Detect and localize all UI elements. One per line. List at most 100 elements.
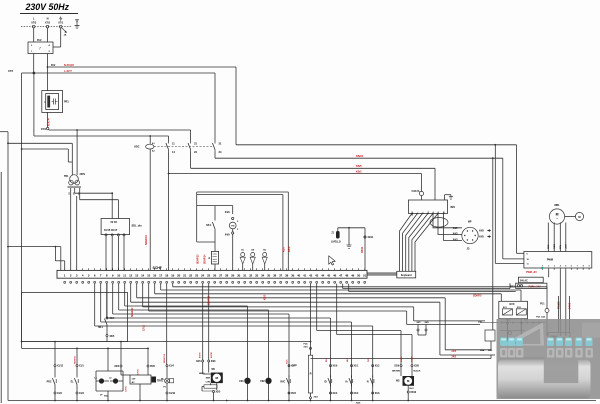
svg-text:11: 11 <box>527 264 530 266</box>
svg-text:48: 48 <box>345 274 349 278</box>
svg-text:X1/3: X1/3 <box>79 393 84 395</box>
svg-text:A2: A2 <box>152 150 155 153</box>
svg-text:8: 8 <box>106 274 108 278</box>
svg-text:X6/4: X6/4 <box>110 317 115 320</box>
svg-text:X7/1: X7/1 <box>58 21 64 24</box>
svg-text:12V/1: 12V/1 <box>144 324 146 331</box>
svg-text:30: 30 <box>237 274 241 278</box>
svg-text:FR1: FR1 <box>239 381 244 383</box>
svg-text:JA: JA <box>64 34 67 37</box>
svg-text:24/5: 24/5 <box>488 349 493 352</box>
svg-text:2: 2 <box>70 274 72 278</box>
svg-text:GND: GND <box>548 244 550 249</box>
svg-text:~: ~ <box>556 217 558 221</box>
svg-text:Keyboard: Keyboard <box>401 275 412 277</box>
svg-text:SU: SU <box>263 250 266 252</box>
svg-text:SDHF/23: SDHF/23 <box>198 254 200 264</box>
svg-text:MV/M: MV/M <box>211 352 213 358</box>
svg-text:X4/3: X4/3 <box>453 239 458 242</box>
svg-text:SDHF/12: SDHF/12 <box>132 307 134 317</box>
svg-text:2: 2 <box>49 51 51 53</box>
svg-text:2: 2 <box>237 221 239 223</box>
svg-text:12V/5: 12V/5 <box>138 369 140 375</box>
svg-text:PWM: PWM <box>554 244 556 249</box>
svg-text:18: 18 <box>165 274 169 278</box>
svg-text:X4/9: X4/9 <box>225 234 230 237</box>
svg-text:12: 12 <box>129 274 133 278</box>
svg-text:24/4: 24/4 <box>480 349 485 352</box>
svg-text:39: 39 <box>291 274 295 278</box>
svg-text:A1: A1 <box>152 142 155 145</box>
svg-text:6: 6 <box>527 254 529 256</box>
svg-text:12V/5: 12V/5 <box>126 386 128 392</box>
svg-text:50: 50 <box>357 274 361 278</box>
svg-text:14: 14 <box>141 274 145 278</box>
svg-text:37: 37 <box>279 274 283 278</box>
svg-text:MV: MV <box>212 369 216 371</box>
svg-text:5: 5 <box>88 274 90 278</box>
svg-text:20: 20 <box>177 274 181 278</box>
svg-text:JP: JP <box>100 395 103 397</box>
svg-text:TR1: TR1 <box>64 175 69 178</box>
svg-text:X3/5: X3/5 <box>216 392 221 394</box>
svg-text:FU2: FU2 <box>51 65 56 67</box>
svg-text:46: 46 <box>333 274 337 278</box>
svg-text:3: 3 <box>237 229 239 231</box>
svg-text:BLACK: BLACK <box>414 370 422 373</box>
svg-text:1: 1 <box>542 266 543 268</box>
svg-text:24/5: 24/5 <box>452 355 457 358</box>
svg-text:KDC: KDC <box>134 146 139 149</box>
svg-text:MS/M: MS/M <box>412 356 414 362</box>
svg-text:X3/1: X3/1 <box>196 361 201 363</box>
svg-text:SDHF/16: SDHF/16 <box>164 353 166 363</box>
svg-text:23: 23 <box>195 274 199 278</box>
svg-text:1: 1 <box>31 51 33 53</box>
svg-text:ID: ID <box>324 382 327 384</box>
svg-text:9: 9 <box>589 266 590 268</box>
svg-text:EL: EL <box>71 382 75 384</box>
svg-text:11: 11 <box>172 141 175 145</box>
svg-text:KB/24: KB/24 <box>356 155 364 158</box>
svg-text:+: + <box>422 211 424 213</box>
svg-text:MV/N: MV/N <box>200 352 202 358</box>
svg-text:X5/8: X5/8 <box>356 402 361 404</box>
svg-text:IV: IV <box>367 382 370 384</box>
svg-text:4: 4 <box>49 44 51 47</box>
svg-text:RVC: RVC <box>280 382 285 384</box>
svg-text:36: 36 <box>273 274 277 278</box>
svg-text:SDL_din: SDL_din <box>132 224 143 227</box>
svg-text:JG: JG <box>467 249 470 251</box>
svg-text:6: 6 <box>571 266 572 268</box>
svg-text:X7/3: X7/3 <box>31 21 37 24</box>
svg-text:IA/5: IA/5 <box>346 357 349 362</box>
svg-text:X5/7: X5/7 <box>291 366 296 368</box>
svg-text:6: 6 <box>438 212 440 213</box>
svg-text:X4/1: X4/1 <box>453 227 458 230</box>
svg-text:M: M <box>216 376 219 380</box>
svg-text:X1/12: X1/12 <box>57 366 64 368</box>
svg-text:7V: 7V <box>69 192 71 195</box>
svg-text:TR2: TR2 <box>510 286 515 288</box>
svg-text:FU1: FU1 <box>540 304 545 306</box>
svg-text:X5/1: X5/1 <box>304 347 309 349</box>
svg-text:12V: 12V <box>132 379 136 381</box>
svg-text:13: 13 <box>135 274 139 278</box>
svg-text:EV1: EV1 <box>503 307 508 309</box>
svg-text:5: 5 <box>565 266 566 268</box>
svg-text:42: 42 <box>309 274 313 278</box>
svg-text:MS/N: MS/N <box>401 356 403 362</box>
svg-text:230V: 230V <box>80 173 86 176</box>
svg-text:8: 8 <box>583 266 584 268</box>
svg-text:X7/7: X7/7 <box>8 70 14 73</box>
svg-text:M: M <box>443 211 445 213</box>
svg-text:EV2: EV2 <box>517 307 522 309</box>
svg-text:X2/9: X2/9 <box>394 366 399 368</box>
svg-text:47: 47 <box>339 274 343 278</box>
svg-text:SP-1: SP-1 <box>206 224 212 227</box>
svg-text:SDHF/15: SDHF/15 <box>209 295 211 305</box>
svg-text:L1: L1 <box>94 378 97 380</box>
svg-text:10: 10 <box>527 259 530 261</box>
svg-text:3: 3 <box>31 45 33 47</box>
svg-text:X7/4: X7/4 <box>41 128 47 131</box>
svg-text:SCHF: SCHF <box>153 266 162 270</box>
